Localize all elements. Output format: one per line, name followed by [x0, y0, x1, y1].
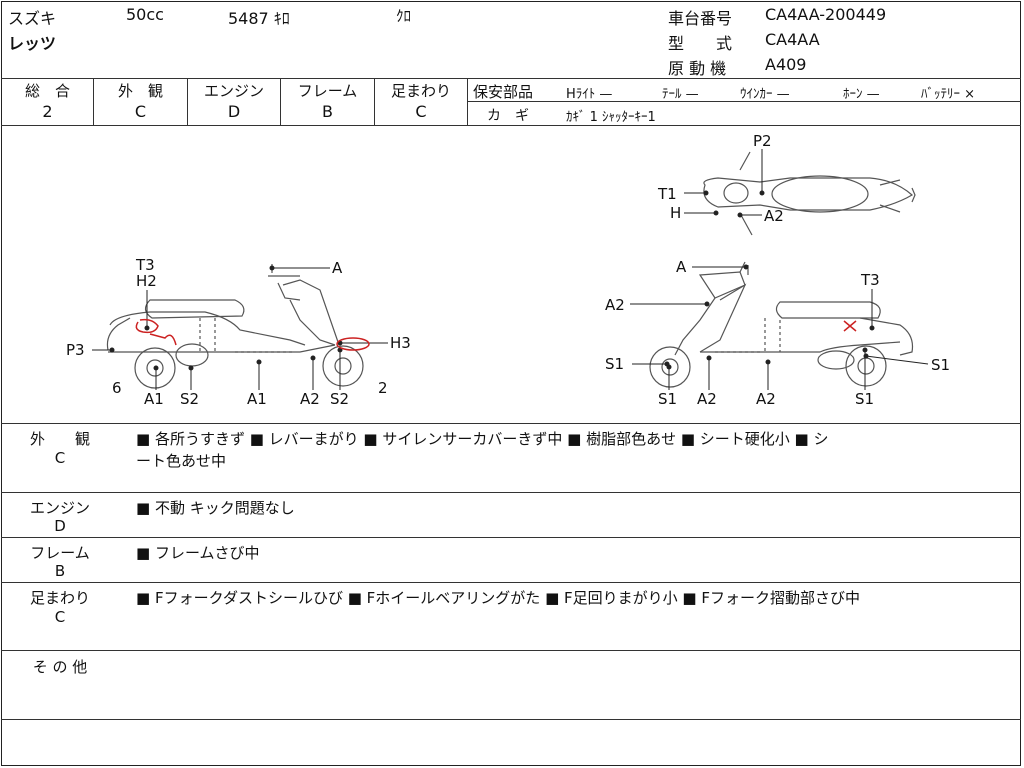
section-grade-frame: B: [54, 562, 66, 580]
section-text-exterior-1: ■ 各所うすきず ■ レバーまがり ■ サイレンサーカバーきず中 ■ 樹脂部色あ…: [136, 430, 829, 448]
maker: スズキ: [8, 9, 57, 28]
grade-value-frame: B: [322, 102, 333, 121]
model-name: レッツ: [8, 34, 57, 53]
label-right-s1-bottom-left: S1: [658, 390, 677, 408]
key-value: ｶｷﾞ 1 ｼｬｯﾀｰｷｰ1: [566, 110, 656, 125]
divider: [187, 78, 188, 125]
label-left-a2: A2: [300, 390, 320, 408]
grade-value-overall: 2: [42, 102, 53, 121]
label-right-a2-bottom-2: A2: [756, 390, 776, 408]
left-scooter-drawing: [106, 264, 364, 389]
section-label-engine: エンジン: [29, 499, 90, 517]
damage-marks: [135, 318, 857, 351]
grade-label-overall: 総 合: [24, 82, 70, 100]
safety-item-battery: ﾊﾞｯﾃﾘｰ ×: [921, 87, 976, 102]
section-grade-exterior: C: [54, 449, 66, 467]
scooter-diagrams: T3 H2 A H3 P3 6 A1 S2 A1 A2 S2 2 P2 T1 H…: [66, 132, 950, 408]
label-top-a2: A2: [764, 207, 784, 225]
grade-value-suspension: C: [415, 102, 427, 121]
label-right-a2-upper: A2: [605, 296, 625, 314]
label-right-s1-right: S1: [931, 356, 950, 374]
key-label: カ ギ: [487, 108, 529, 124]
label-right-t3: T3: [860, 271, 880, 289]
right-scooter-drawing: [649, 261, 914, 388]
label-top-t1: T1: [657, 185, 677, 203]
section-label-suspension: 足まわり: [29, 589, 90, 607]
label-right-s1-bottom-right: S1: [855, 390, 874, 408]
engine-label: 原 動 機: [668, 59, 727, 78]
type-value: CA4AA: [765, 30, 820, 49]
safety-item-headlight: Hﾗｲﾄ —: [566, 87, 613, 102]
section-grade-suspension: C: [54, 608, 66, 626]
grade-label-suspension: 足まわり: [390, 82, 451, 100]
label-top-h: H: [670, 204, 681, 222]
label-left-a1-a: A1: [144, 390, 164, 408]
divider: [1, 582, 1021, 583]
divider: [467, 78, 468, 125]
divider: [1, 492, 1021, 493]
divider: [1, 78, 1021, 79]
type-label: 型 式: [668, 34, 733, 53]
section-grade-engine: D: [54, 517, 66, 535]
grade-value-exterior: C: [134, 102, 147, 121]
divider: [1, 650, 1021, 651]
label-left-s2-b: S2: [330, 390, 349, 408]
color: ｸﾛ: [396, 7, 412, 25]
safety-item-horn: ﾎｰﾝ —: [843, 87, 880, 102]
section-text-suspension: ■ Fフォークダストシールひび ■ Fホイールベアリングがた ■ F足回りまがり…: [136, 589, 860, 607]
label-left-2: 2: [378, 379, 388, 397]
label-left-h3: H3: [390, 334, 411, 352]
label-right-a2-bottom-1: A2: [697, 390, 717, 408]
label-left-p3: P3: [66, 341, 85, 359]
label-left-6: 6: [112, 379, 122, 397]
label-left-a1-b: A1: [247, 390, 267, 408]
label-left-s2-a: S2: [180, 390, 199, 408]
grade-value-engine: D: [227, 102, 241, 121]
mileage: 5487 ｷﾛ: [228, 9, 290, 28]
grade-label-exterior: 外 観: [117, 82, 163, 100]
label-left-a: A: [332, 259, 343, 277]
label-left-t3: T3: [135, 256, 155, 274]
grade-label-engine: エンジン: [203, 82, 264, 100]
section-text-engine: ■ 不動 キック問題なし: [136, 499, 295, 517]
label-right-s1-left: S1: [605, 355, 624, 373]
label-left-h2: H2: [136, 272, 157, 290]
section-label-exterior: 外 観: [29, 430, 90, 448]
top-scooter-drawing: [703, 151, 916, 236]
chassis-value: CA4AA-200449: [765, 5, 887, 24]
divider: [1, 423, 1021, 424]
displacement: 50cc: [126, 5, 164, 24]
safety-item-tail: ﾃｰﾙ —: [662, 87, 699, 102]
section-label-frame: フレーム: [30, 544, 90, 562]
grade-label-frame: フレーム: [297, 82, 358, 100]
divider: [1, 719, 1021, 720]
safety-item-winker: ｳｲﾝｶｰ —: [740, 87, 790, 102]
divider: [1, 125, 1021, 126]
label-top-p2: P2: [753, 132, 772, 150]
divider: [1, 537, 1021, 538]
section-text-exterior-2: ート色あせ中: [136, 452, 227, 470]
label-right-a: A: [676, 258, 687, 276]
divider: [93, 78, 94, 125]
section-text-frame: ■ フレームさび中: [136, 544, 260, 562]
safety-label: 保安部品: [473, 83, 534, 101]
divider: [280, 78, 281, 125]
engine-value: A409: [765, 55, 807, 74]
chassis-label: 車台番号: [668, 9, 733, 28]
divider: [467, 101, 1021, 102]
divider: [374, 78, 375, 125]
section-label-other: そ の 他: [32, 658, 88, 676]
